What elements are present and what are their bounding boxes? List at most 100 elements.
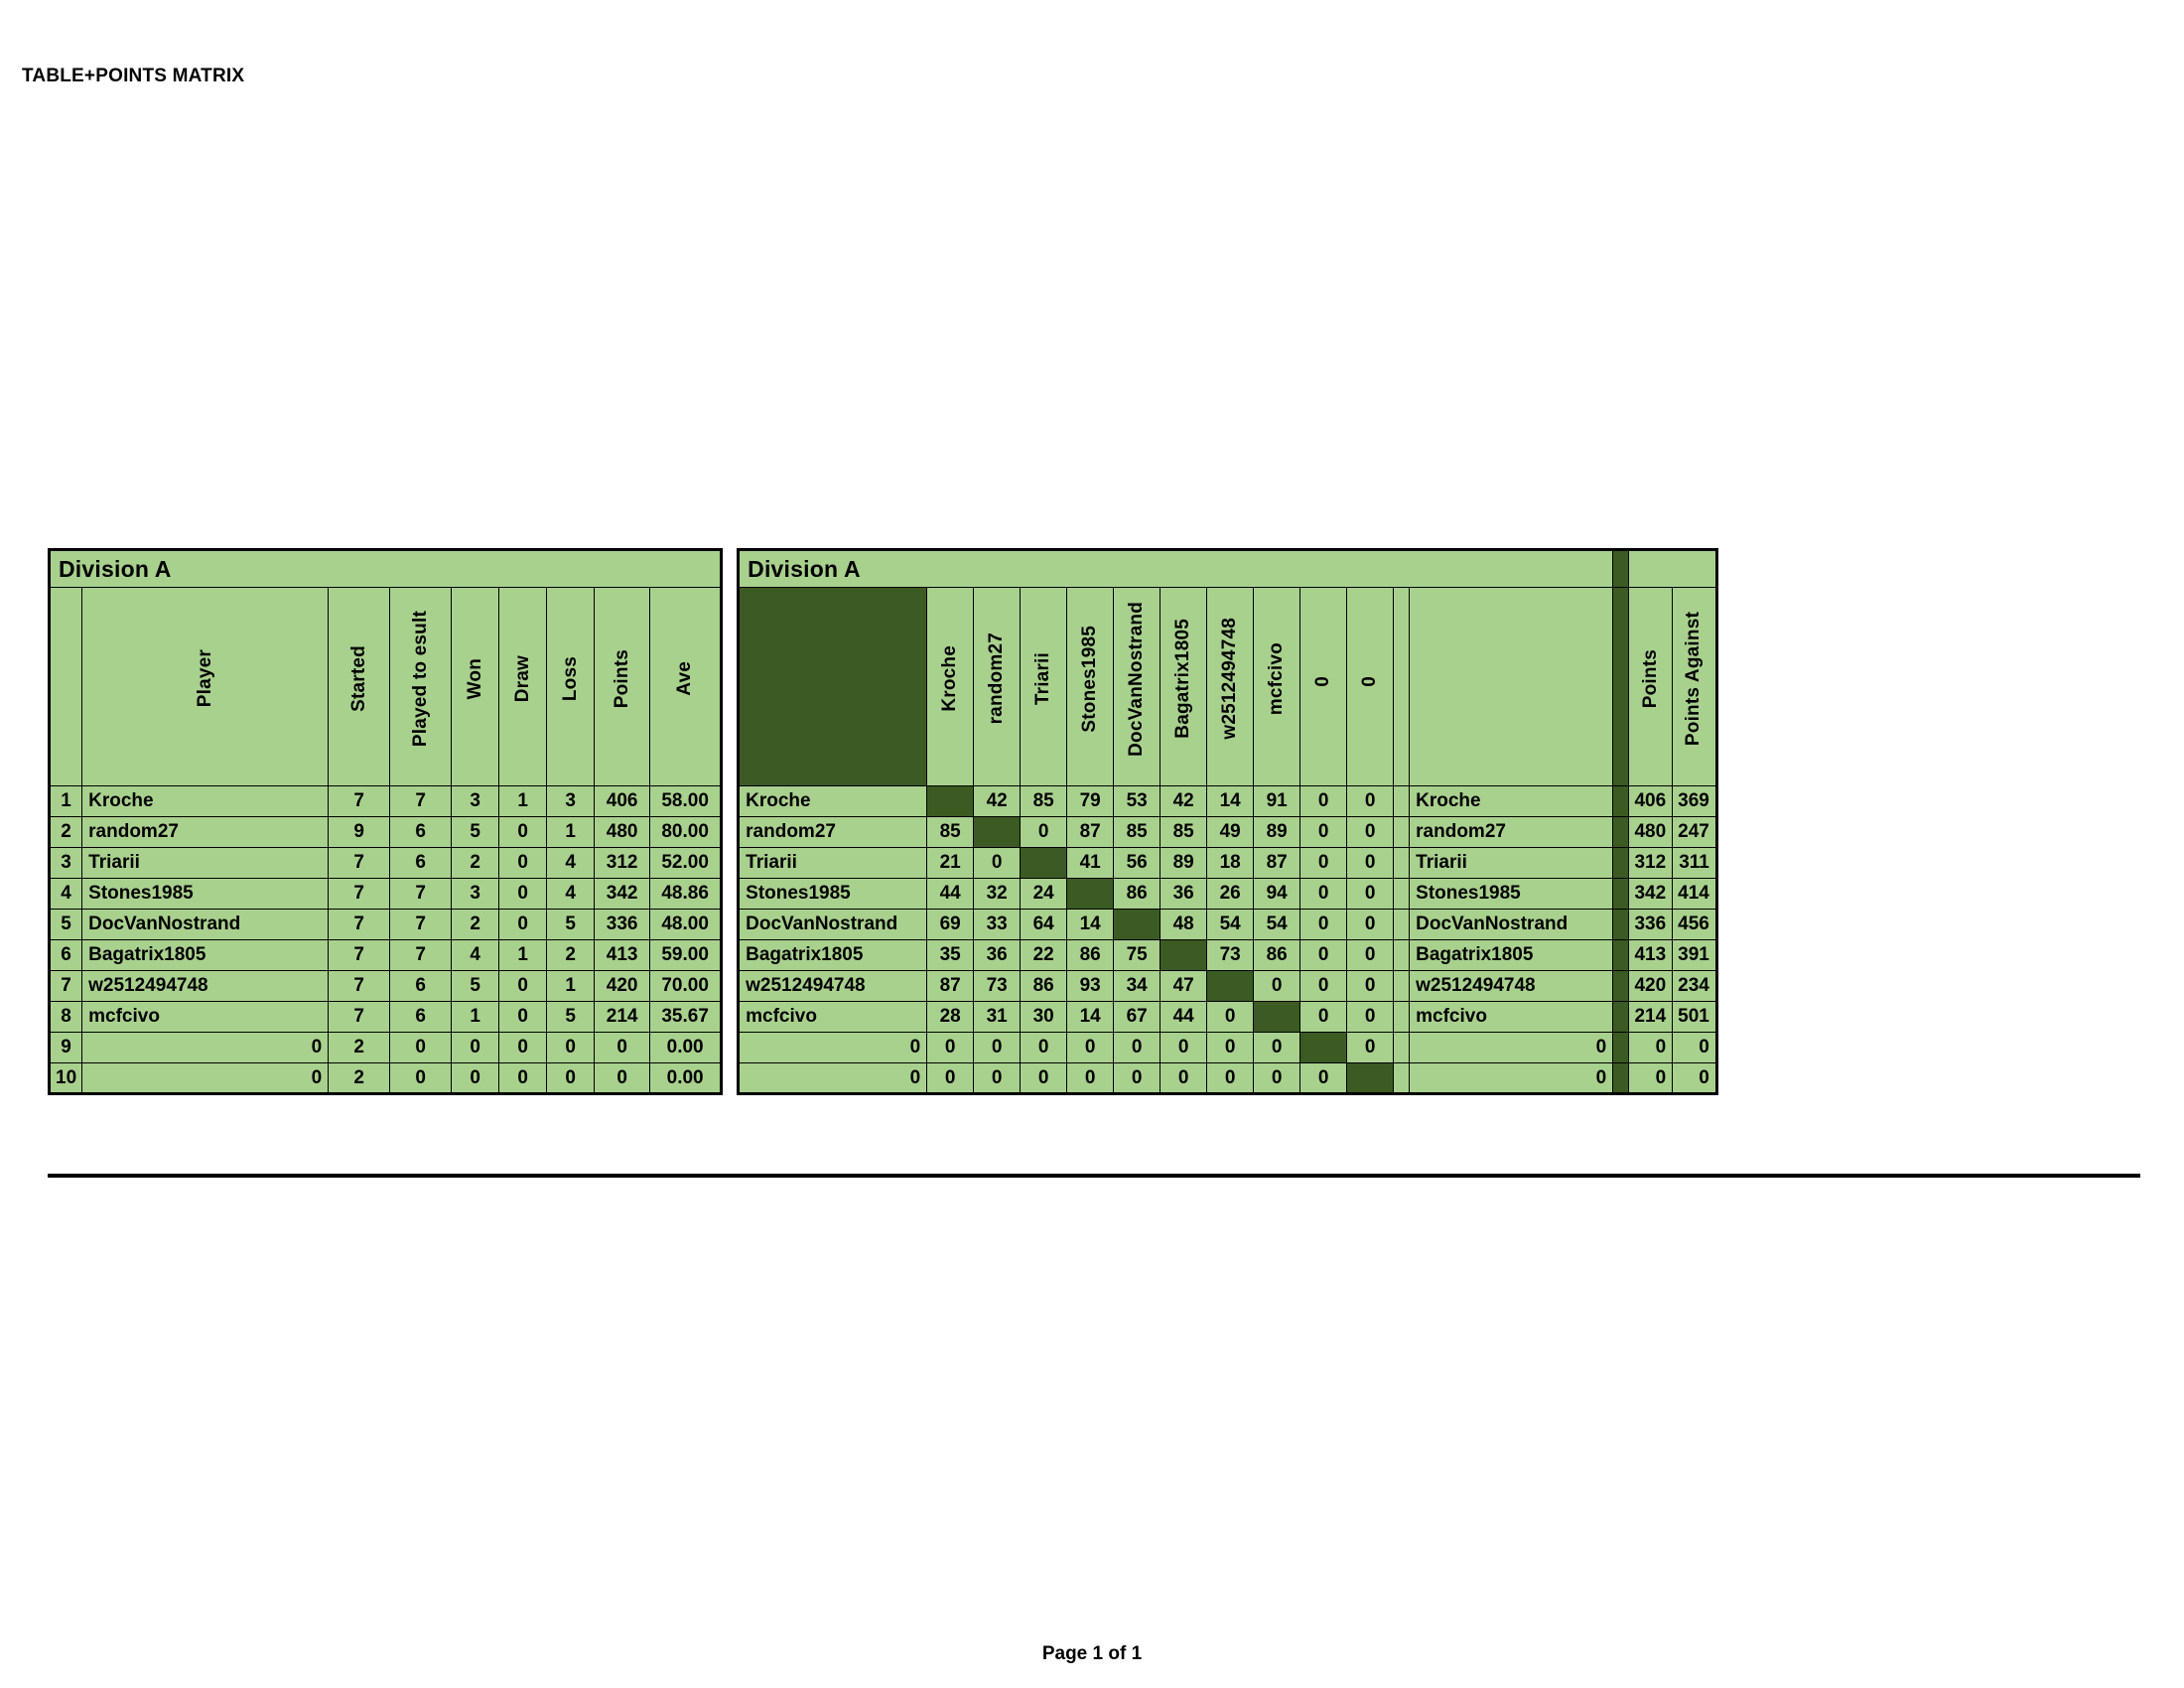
- standings-points[interactable]: 0: [594, 1032, 651, 1063]
- standings-loss[interactable]: 1: [546, 970, 596, 1002]
- standings-draw[interactable]: 1: [498, 939, 548, 971]
- standings-played-to-result[interactable]: 7: [389, 939, 453, 971]
- standings-played-to-result[interactable]: 6: [389, 970, 453, 1002]
- matrix-score-cell[interactable]: 85: [1020, 785, 1068, 817]
- matrix-score-cell[interactable]: 47: [1160, 970, 1208, 1002]
- matrix-points-against-value[interactable]: 234: [1672, 970, 1717, 1002]
- matrix-score-cell[interactable]: 87: [1253, 847, 1301, 879]
- matrix-points-value[interactable]: 420: [1628, 970, 1674, 1002]
- matrix-score-cell[interactable]: 0: [1346, 785, 1395, 817]
- matrix-points-value[interactable]: 0: [1628, 1032, 1674, 1063]
- standings-draw[interactable]: 0: [498, 1001, 548, 1033]
- matrix-score-cell[interactable]: 0: [1299, 970, 1348, 1002]
- matrix-trailing-player-name[interactable]: Bagatrix1805: [1409, 939, 1614, 971]
- standings-ave[interactable]: 35.67: [649, 1001, 723, 1033]
- standings-points[interactable]: 342: [594, 878, 651, 910]
- matrix-score-cell[interactable]: 89: [1253, 816, 1301, 848]
- matrix-trailing-player-name[interactable]: 0: [1409, 1032, 1614, 1063]
- matrix-score-cell[interactable]: 67: [1113, 1001, 1161, 1033]
- matrix-points-against-value[interactable]: 311: [1672, 847, 1717, 879]
- matrix-score-cell[interactable]: 54: [1253, 909, 1301, 940]
- matrix-score-cell[interactable]: 0: [1299, 1001, 1348, 1033]
- standings-played-to-result[interactable]: 6: [389, 816, 453, 848]
- standings-won[interactable]: 0: [451, 1032, 500, 1063]
- matrix-score-cell[interactable]: 41: [1066, 847, 1115, 879]
- matrix-score-cell[interactable]: 42: [973, 785, 1022, 817]
- matrix-score-cell[interactable]: 0: [1066, 1032, 1115, 1063]
- standings-points[interactable]: 406: [594, 785, 651, 817]
- matrix-score-cell[interactable]: 26: [1206, 878, 1255, 910]
- matrix-trailing-player-name[interactable]: Triarii: [1409, 847, 1614, 879]
- matrix-score-cell[interactable]: 0: [1346, 1032, 1395, 1063]
- matrix-score-cell[interactable]: 0: [1066, 1062, 1115, 1094]
- matrix-score-cell[interactable]: 87: [926, 970, 975, 1002]
- standings-loss[interactable]: 5: [546, 1001, 596, 1033]
- standings-player-name[interactable]: w2512494748: [81, 970, 330, 1002]
- standings-points[interactable]: 413: [594, 939, 651, 971]
- matrix-points-value[interactable]: 336: [1628, 909, 1674, 940]
- matrix-score-cell[interactable]: 0: [1113, 1062, 1161, 1094]
- matrix-score-cell[interactable]: 0: [1346, 939, 1395, 971]
- matrix-points-value[interactable]: 406: [1628, 785, 1674, 817]
- matrix-score-cell[interactable]: 0: [1160, 1062, 1208, 1094]
- standings-ave[interactable]: 48.86: [649, 878, 723, 910]
- standings-started[interactable]: 2: [328, 1032, 391, 1063]
- matrix-trailing-player-name[interactable]: random27: [1409, 816, 1614, 848]
- matrix-points-against-value[interactable]: 0: [1672, 1062, 1717, 1094]
- matrix-score-cell[interactable]: 0: [1253, 1032, 1301, 1063]
- matrix-score-cell[interactable]: 53: [1113, 785, 1161, 817]
- matrix-score-cell[interactable]: 0: [1020, 1062, 1068, 1094]
- matrix-points-value[interactable]: 413: [1628, 939, 1674, 971]
- standings-won[interactable]: 2: [451, 847, 500, 879]
- matrix-score-cell[interactable]: 86: [1113, 878, 1161, 910]
- matrix-score-cell[interactable]: 0: [1299, 785, 1348, 817]
- matrix-trailing-player-name[interactable]: DocVanNostrand: [1409, 909, 1614, 940]
- standings-loss[interactable]: 0: [546, 1032, 596, 1063]
- matrix-score-cell[interactable]: 79: [1066, 785, 1115, 817]
- standings-ave[interactable]: 70.00: [649, 970, 723, 1002]
- matrix-score-cell[interactable]: 14: [1206, 785, 1255, 817]
- matrix-trailing-player-name[interactable]: w2512494748: [1409, 970, 1614, 1002]
- matrix-score-cell[interactable]: 22: [1020, 939, 1068, 971]
- matrix-score-cell[interactable]: 0: [926, 1062, 975, 1094]
- matrix-score-cell[interactable]: 0: [1346, 847, 1395, 879]
- standings-points[interactable]: 420: [594, 970, 651, 1002]
- standings-loss[interactable]: 5: [546, 909, 596, 940]
- standings-ave[interactable]: 58.00: [649, 785, 723, 817]
- matrix-score-cell[interactable]: 0: [973, 847, 1022, 879]
- standings-played-to-result[interactable]: 6: [389, 1001, 453, 1033]
- standings-won[interactable]: 3: [451, 785, 500, 817]
- standings-won[interactable]: 2: [451, 909, 500, 940]
- matrix-score-cell[interactable]: 0: [1020, 816, 1068, 848]
- standings-played-to-result[interactable]: 0: [389, 1032, 453, 1063]
- standings-played-to-result[interactable]: 7: [389, 909, 453, 940]
- standings-player-name[interactable]: mcfcivo: [81, 1001, 330, 1033]
- matrix-score-cell[interactable]: 0: [1346, 1001, 1395, 1033]
- standings-played-to-result[interactable]: 7: [389, 785, 453, 817]
- standings-ave[interactable]: 52.00: [649, 847, 723, 879]
- matrix-score-cell[interactable]: 14: [1066, 909, 1115, 940]
- matrix-score-cell[interactable]: 85: [926, 816, 975, 848]
- standings-draw[interactable]: 0: [498, 1032, 548, 1063]
- matrix-score-cell[interactable]: 86: [1066, 939, 1115, 971]
- matrix-score-cell[interactable]: 75: [1113, 939, 1161, 971]
- matrix-points-against-value[interactable]: 501: [1672, 1001, 1717, 1033]
- matrix-score-cell[interactable]: 0: [1206, 1032, 1255, 1063]
- matrix-points-against-value[interactable]: 0: [1672, 1032, 1717, 1063]
- standings-draw[interactable]: 0: [498, 878, 548, 910]
- standings-points[interactable]: 336: [594, 909, 651, 940]
- matrix-score-cell[interactable]: 35: [926, 939, 975, 971]
- matrix-score-cell[interactable]: 32: [973, 878, 1022, 910]
- standings-played-to-result[interactable]: 0: [389, 1062, 453, 1094]
- matrix-score-cell[interactable]: 0: [1346, 878, 1395, 910]
- matrix-row-player-name[interactable]: DocVanNostrand: [738, 909, 928, 940]
